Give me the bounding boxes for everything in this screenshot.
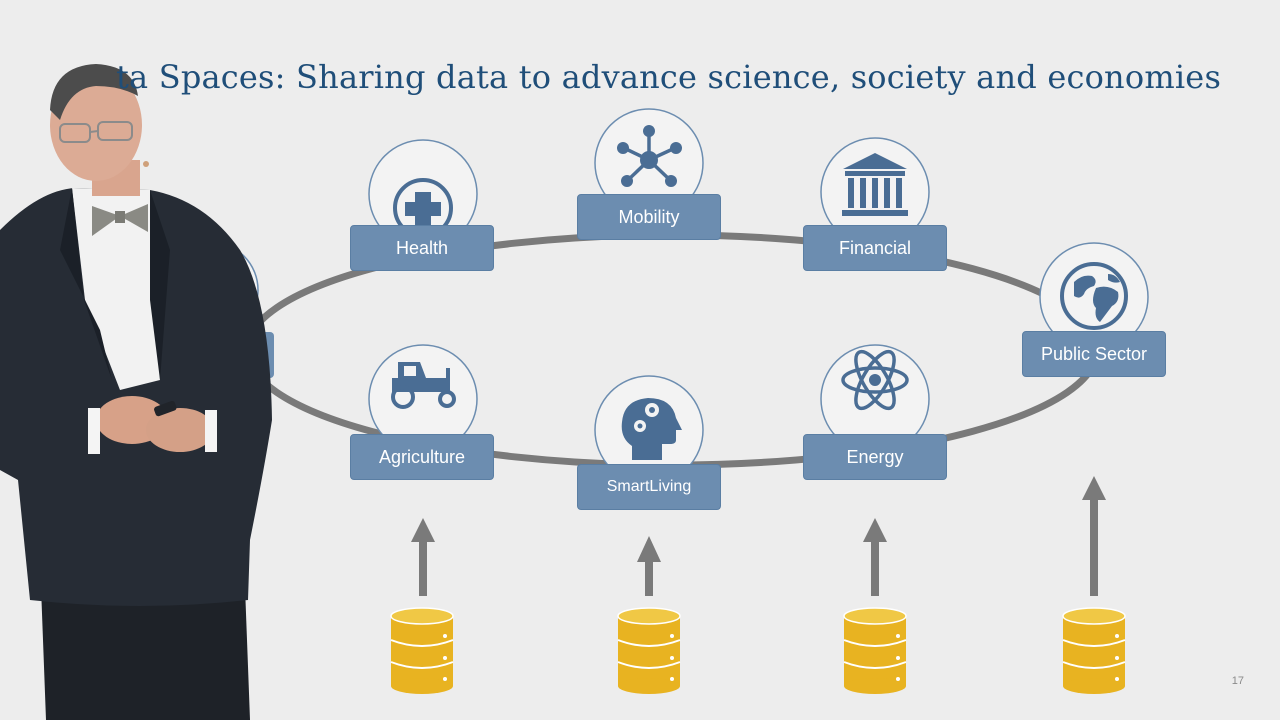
node-label-health: Health [350,225,494,271]
head-gears-icon [594,375,704,485]
database-icon [843,607,907,694]
presenter-figure [0,64,272,720]
node-label-agriculture: Agriculture [350,434,494,480]
globe-icon [1039,242,1149,352]
database-icon [617,607,681,694]
page-number: 17 [1231,675,1244,687]
network-icon [594,108,704,218]
node-label-energy: Energy [803,434,947,480]
slide-title: ta Spaces: Sharing data to advance scien… [116,58,1222,96]
database-icon [390,607,454,694]
tractor-icon [368,344,478,454]
atom-icon [820,344,930,454]
bank-icon [820,137,930,247]
upward-arrow [1082,476,1106,596]
node-label-smartliving: SmartLiving [577,464,721,510]
upward-arrow [863,518,887,596]
node-label-mobility: Mobility [577,194,721,240]
upward-arrow [411,518,435,596]
upward-arrow [637,536,661,596]
node-label-financial: Financial [803,225,947,271]
node-label-public-sector: Public Sector [1022,331,1166,377]
database-icon [1062,607,1126,694]
